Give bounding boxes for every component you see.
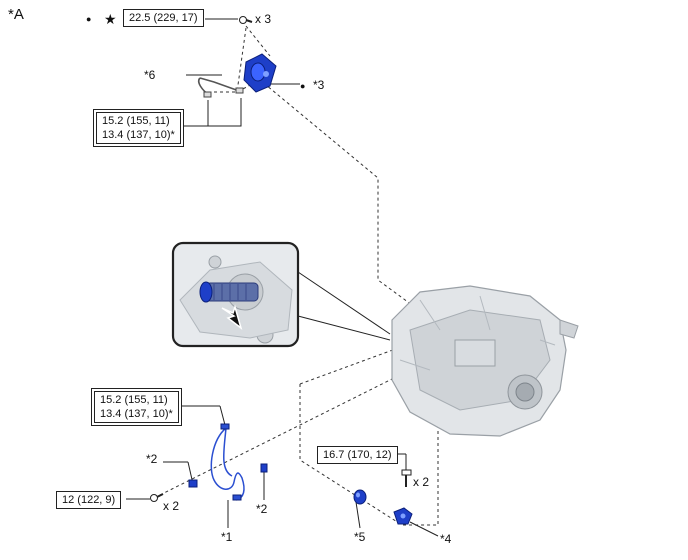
clutch-hose-top-icon xyxy=(197,77,244,98)
torque-pipe-top-line1: 15.2 (155, 11) xyxy=(102,115,170,127)
torque-pipe-top-line2: 13.4 (137, 10)* xyxy=(102,129,175,141)
transmission-housing-icon xyxy=(391,285,579,437)
hose-clip-right-icon xyxy=(260,463,268,473)
inset-callout-lines xyxy=(297,271,391,341)
top-bolt-icon xyxy=(239,16,253,24)
leader-lines xyxy=(126,18,439,537)
left-bolt-icon xyxy=(150,493,164,502)
torque-pipe-bottom-line2: 13.4 (137, 10)* xyxy=(100,408,173,420)
star-symbol: ★ xyxy=(104,11,117,27)
right-bolt-icon xyxy=(401,469,412,487)
qty-label-left-bolts: x 2 xyxy=(163,499,180,513)
hose-clip-left-icon xyxy=(188,479,198,488)
torque-label-top: 22.5 (229, 17) xyxy=(123,9,204,27)
callout-p5: *5 xyxy=(354,530,366,544)
release-cylinder-icon xyxy=(243,53,277,93)
clutch-hose-bottom-icon xyxy=(210,423,245,501)
qty-label-top-bolts: x 3 xyxy=(255,12,272,26)
torque-label-pipe-top: 15.2 (155, 11) 13.4 (137, 10)* xyxy=(93,109,184,147)
view-label: *A xyxy=(8,6,24,23)
callout-p6: *6 xyxy=(144,68,156,82)
bracket-part-icon xyxy=(393,507,413,525)
dot-symbol-p3: ● xyxy=(300,81,306,91)
callout-p2-left: *2 xyxy=(146,452,158,466)
torque-label-bolt-right: 16.7 (170, 12) xyxy=(317,446,398,464)
callout-p2-right: *2 xyxy=(256,502,268,516)
torque-pipe-bottom-line1: 15.2 (155, 11) xyxy=(100,394,168,406)
torque-label-bolt-left: 12 (122, 9) xyxy=(56,491,122,509)
callout-p3: *3 xyxy=(313,78,325,92)
callout-p1: *1 xyxy=(221,530,233,544)
torque-label-pipe-bottom: 15.2 (155, 11) 13.4 (137, 10)* xyxy=(91,388,182,426)
dot-symbol-top: ● xyxy=(86,14,92,24)
qty-label-right-bolts: x 2 xyxy=(413,475,430,489)
callout-p4: *4 xyxy=(440,532,452,546)
stud-detail-inset-icon xyxy=(171,241,300,348)
seal-part-icon xyxy=(353,489,367,505)
